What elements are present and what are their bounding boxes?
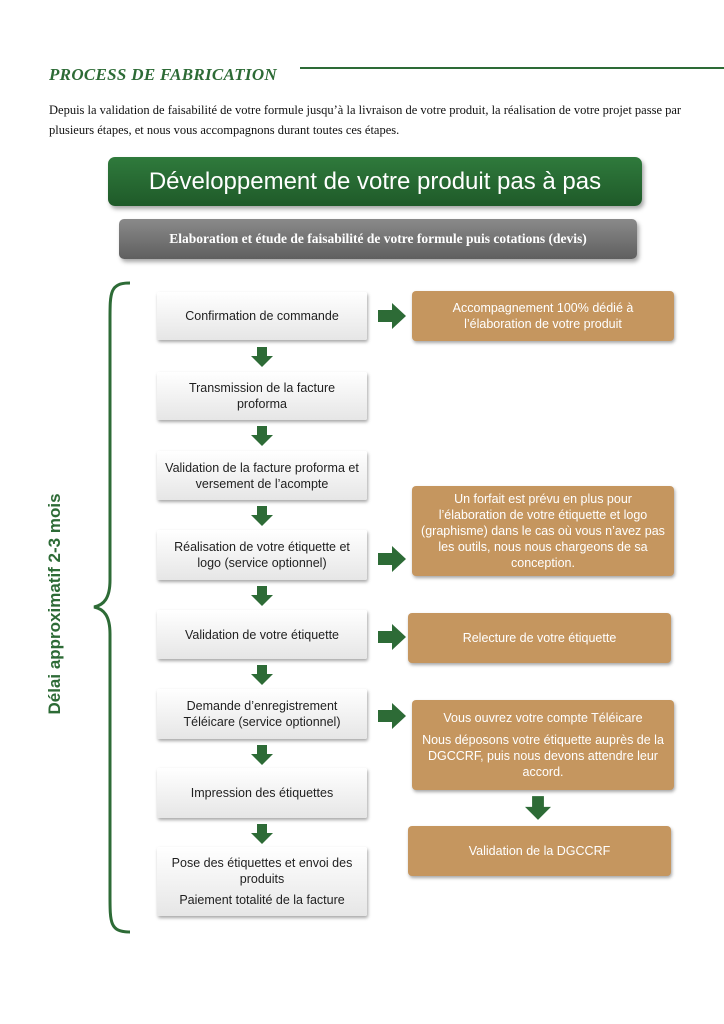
feasibility-banner: Elaboration et étude de faisabilité de v… [119, 219, 637, 259]
note-teleicare-dgccrf: Vous ouvrez votre compte Téléicare Nous … [412, 700, 674, 790]
note-text: Validation de la DGCCRF [468, 844, 611, 858]
down-arrow-icon [525, 796, 551, 820]
left-brace-icon [93, 281, 131, 934]
down-arrow-icon [251, 426, 273, 446]
down-arrow-icon [251, 506, 273, 526]
duration-text: Délai approximatif 2-3 mois [45, 493, 64, 715]
note-forfait-etiquette: Un forfait est prévu en plus pour l’élab… [412, 486, 674, 576]
down-arrow-icon [251, 586, 273, 606]
step-text: Validation de la facture proforma et ver… [165, 460, 359, 491]
note-text: Vous ouvrez votre compte Téléicare [443, 711, 643, 725]
step-text: Pose des étiquettes et envoi des produit… [171, 856, 353, 886]
note-text: Nous déposons votre étiquette auprès de … [422, 733, 664, 779]
note-relecture: Relecture de votre étiquette [408, 613, 671, 663]
page-title: PROCESS DE FABRICATION [49, 65, 278, 84]
note-text: Accompagnement 100% dédié à l’élaboratio… [452, 301, 634, 331]
note-accompagnement: Accompagnement 100% dédié à l’élaboratio… [412, 291, 674, 341]
step-impression: Impression des étiquettes [157, 768, 367, 818]
note-text: Un forfait est prévu en plus pour l’élab… [421, 492, 665, 570]
right-arrow-icon [378, 303, 406, 329]
step-text: Validation de votre étiquette [184, 627, 340, 642]
step-enregistrement: Demande d’enregistrement Téléicare (serv… [157, 689, 367, 739]
step-validation-proforma: Validation de la facture proforma et ver… [157, 451, 367, 500]
step-transmission: Transmission de la facture proforma [157, 372, 367, 420]
right-arrow-icon [378, 624, 406, 650]
note-validation-dgccrf: Validation de la DGCCRF [408, 826, 671, 876]
step-pose-envoi: Pose des étiquettes et envoi des produit… [157, 847, 367, 916]
note-text: Relecture de votre étiquette [462, 631, 617, 645]
step-confirmation: Confirmation de commande [157, 292, 367, 340]
right-arrow-icon [378, 546, 406, 572]
step-text: Transmission de la facture proforma [188, 381, 336, 411]
intro-paragraph: Depuis la validation de faisabilité de v… [49, 103, 682, 137]
down-arrow-icon [251, 745, 273, 765]
step-text: Paiement totalité de la facture [179, 893, 345, 907]
step-text: Impression des étiquettes [190, 786, 334, 800]
title-rule [300, 67, 724, 69]
step-text: Confirmation de commande [185, 309, 339, 323]
section-banner: Développement de votre produit pas à pas [108, 157, 642, 206]
right-arrow-icon [378, 703, 406, 729]
down-arrow-icon [251, 665, 273, 685]
step-validation-etiquette: Validation de votre étiquette [157, 610, 367, 659]
step-text: Demande d’enregistrement Téléicare (serv… [183, 699, 341, 729]
down-arrow-icon [251, 347, 273, 367]
down-arrow-icon [251, 824, 273, 844]
step-etiquette-logo: Réalisation de votre étiquette et logo (… [157, 530, 367, 580]
step-text: Réalisation de votre étiquette et logo (… [174, 540, 350, 570]
